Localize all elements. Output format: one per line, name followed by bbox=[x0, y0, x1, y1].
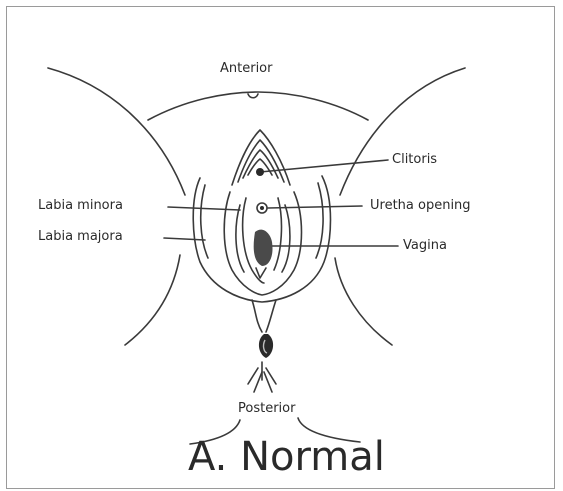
anterior-label: Anterior bbox=[220, 62, 272, 75]
anus-shape bbox=[259, 334, 273, 358]
vagina-opening-shape bbox=[254, 230, 273, 266]
clitoris-dot bbox=[256, 168, 264, 176]
anterior-navel-mark bbox=[248, 94, 258, 98]
urethra-opening-label: Uretha opening bbox=[370, 199, 471, 212]
clitoris-leader bbox=[260, 160, 388, 172]
right-thigh-upper-curve bbox=[340, 68, 465, 195]
right-thigh-lower-curve bbox=[335, 258, 392, 345]
clitoris-label: Clitoris bbox=[392, 153, 437, 166]
urethra-leader bbox=[268, 206, 362, 208]
left-thigh-lower-curve bbox=[125, 255, 180, 345]
labia-majora-leader bbox=[164, 238, 205, 240]
labia-majora-label: Labia majora bbox=[38, 230, 123, 243]
labia-minora-leader bbox=[168, 207, 240, 210]
figure-title: A. Normal bbox=[188, 437, 385, 477]
labia-minora-label: Labia minora bbox=[38, 199, 123, 212]
vagina-label: Vagina bbox=[403, 239, 447, 252]
labia-majora-left-fold bbox=[201, 185, 208, 258]
posterior-label: Posterior bbox=[238, 402, 295, 415]
anterior-arc bbox=[148, 92, 368, 120]
left-thigh-upper-curve bbox=[48, 68, 185, 195]
urethra-dot bbox=[260, 206, 264, 210]
